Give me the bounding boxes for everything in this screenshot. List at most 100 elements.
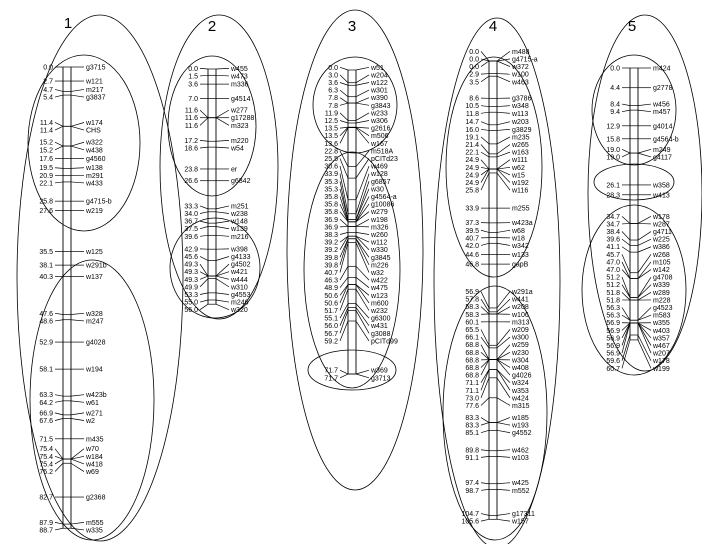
marker-tick-right [496, 397, 511, 406]
marker-tick-right [70, 462, 85, 472]
marker-name: g4502 [231, 262, 251, 269]
marker-name: w330 [370, 247, 388, 254]
marker-tick-right [637, 254, 652, 273]
marker-name: w438 [85, 147, 103, 154]
marker-name: g3837 [86, 95, 106, 102]
marker-position: 60.1 [465, 319, 479, 326]
marker-name: w178 [652, 214, 670, 221]
marker-name: w424 [511, 395, 529, 402]
marker-tick-left [54, 455, 64, 460]
marker-position: 19.5 [39, 165, 53, 172]
marker-name: w289 [652, 290, 670, 297]
marker-tick-left [480, 369, 490, 391]
marker-tick-left [480, 128, 490, 131]
marker-position: 10.5 [465, 103, 479, 110]
marker-position: 68.8 [465, 365, 479, 372]
marker-position: 85.1 [465, 430, 479, 437]
marker-name: w174 [85, 120, 103, 127]
marker-position: 58.1 [39, 367, 53, 374]
marker-tick-left [621, 284, 631, 298]
marker-tick-left [621, 261, 631, 279]
marker-tick-right [355, 289, 370, 311]
marker-name: g2368 [86, 495, 106, 502]
marker-position: 41.1 [606, 244, 620, 251]
chromosome-number: 1 [64, 15, 72, 32]
marker-tick-left [480, 298, 490, 313]
marker-position: 19.0 [606, 147, 620, 154]
marker-name: g10086 [371, 202, 394, 209]
marker-tick-right [496, 105, 511, 107]
marker-name: g2778 [653, 85, 673, 92]
marker-tick-right [215, 140, 230, 142]
marker-tick-left [480, 417, 490, 423]
marker-tick-right [637, 152, 652, 158]
marker-tick-right [496, 136, 511, 145]
marker-name: g4117 [653, 154, 672, 161]
marker-position: 14.7 [465, 119, 479, 126]
marker-name: g6857 [371, 179, 391, 186]
marker-position: 0.0 [43, 65, 53, 72]
marker-tick-right [496, 344, 511, 360]
marker-name: g4514 [231, 96, 251, 103]
marker-position: 24.9 [465, 180, 479, 187]
marker-tick-left [480, 422, 490, 426]
marker-tick-right [215, 68, 230, 70]
marker-tick-left [199, 256, 209, 261]
marker-name: w300 [511, 335, 529, 342]
marker-tick-right [70, 394, 85, 397]
marker-tick-right [215, 234, 230, 237]
marker-tick-left [339, 232, 349, 235]
marker-name: w306 [370, 118, 388, 125]
marker-tick-right [355, 266, 370, 281]
marker-tick-left [621, 149, 631, 154]
marker-position: 45.7 [606, 252, 620, 259]
marker-tick-left [480, 168, 490, 176]
marker-tick-left [621, 216, 631, 224]
marker-position: 33.9 [324, 171, 338, 178]
marker-name: g4708 [653, 275, 673, 282]
marker-tick-left [54, 181, 64, 184]
marker-name: g3713 [371, 375, 391, 382]
marker-name: g4026 [512, 373, 532, 380]
marker-position: 73.0 [465, 395, 479, 402]
marker-name: w32 [370, 270, 384, 277]
marker-tick-left [199, 226, 209, 230]
marker-name: w310 [230, 284, 248, 291]
marker-name: m323 [231, 123, 249, 130]
marker-tick-right [637, 276, 652, 298]
marker-tick-right [215, 303, 230, 311]
marker-name: m326 [371, 224, 389, 231]
marker-name: w106 [511, 312, 529, 319]
marker-name: w192 [511, 180, 529, 187]
linkage-group-oval [159, 14, 279, 320]
marker-position: 13.5 [324, 133, 338, 140]
marker-tick-right [355, 373, 370, 379]
marker-tick-left [339, 82, 349, 86]
marker-position: 34.7 [606, 221, 620, 228]
marker-tick-right [637, 322, 652, 331]
marker-tick-right [70, 94, 85, 98]
marker-tick-right [496, 417, 511, 423]
marker-name: w431 [370, 323, 388, 330]
marker-tick-right [355, 89, 370, 98]
marker-position: 71.7 [324, 368, 338, 375]
marker-position: 2.7 [43, 79, 53, 86]
marker-tick-right [496, 128, 511, 131]
marker-position: 37.5 [184, 226, 198, 233]
marker-position: 82.7 [39, 495, 53, 502]
marker-name: w69 [85, 469, 99, 476]
marker-tick-left [339, 238, 349, 258]
marker-name: w455 [230, 66, 248, 73]
chromosome-number: 2 [208, 18, 216, 35]
marker-name: m583 [653, 313, 671, 320]
marker-tick-left [339, 266, 349, 281]
marker-position: 37.3 [465, 220, 479, 227]
marker-tick-right [215, 271, 230, 277]
marker-position: 16.0 [465, 127, 479, 134]
marker-tick-right [215, 275, 230, 280]
marker-position: 52.9 [39, 340, 53, 347]
marker-name: g3845 [371, 255, 391, 262]
marker-tick-right [355, 284, 370, 296]
marker-name: w304 [511, 357, 529, 364]
marker-tick-left [480, 377, 490, 399]
